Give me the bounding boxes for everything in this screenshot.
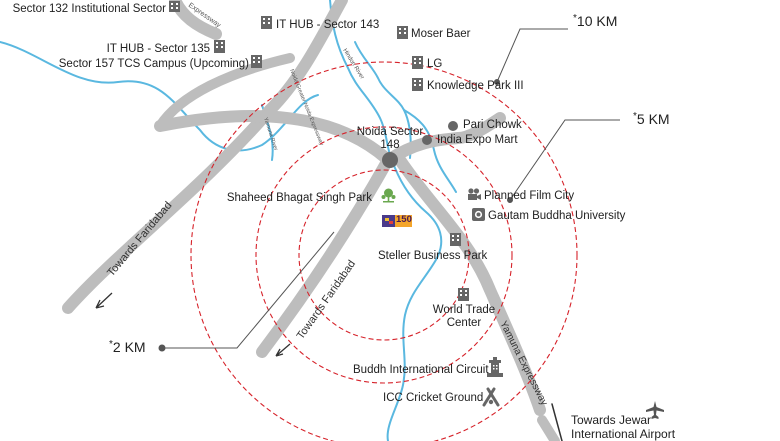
place-label-moserbaer: Moser Baer — [411, 28, 471, 40]
noida-expressway-label: Noida Greater Noida Expressway — [288, 69, 324, 147]
place-label-ithub135: IT HUB - Sector 135 — [106, 43, 210, 55]
ring-leaders — [158, 28, 620, 352]
ring-5km — [255, 126, 513, 384]
road-layer — [62, 0, 563, 441]
ring-5km-text: 5 KM — [636, 111, 670, 127]
arrow-faridabad-1 — [95, 292, 113, 309]
place-label-wtc: World Trade Center — [432, 304, 496, 329]
building-icon — [169, 1, 180, 12]
ring-10km — [190, 61, 578, 441]
building-icon — [214, 40, 225, 53]
place-label-sector157: Sector 157 TCS Campus (Upcoming) — [58, 58, 249, 70]
leader-5km-dot — [507, 197, 513, 203]
road-yamuna-expressway — [382, 112, 546, 416]
road-arc-top — [155, 53, 295, 131]
river-east-loop — [403, 109, 457, 193]
place-label-indiaexpo: India Expo Mart — [437, 134, 518, 146]
faridabad-road-label-1: Towards Faridabad — [105, 200, 174, 279]
ring-10km-asterisk: * — [573, 13, 577, 24]
road-noida-expressway — [264, 0, 348, 116]
place-label-sbsp: Shaheed Bhagat Singh Park — [226, 192, 372, 204]
project-logo-graphic — [382, 215, 412, 227]
building-icon — [251, 55, 262, 68]
place-label-steller: Steller Business Park — [378, 250, 488, 262]
leader-2km-dot — [158, 344, 166, 352]
place-label-sector132: Sector 132 Institutional Sector — [12, 3, 166, 15]
place-label-jewar: Towards Jewar International Airport — [571, 413, 676, 441]
place-label-bic: Buddh International Circuit — [353, 364, 489, 376]
film-camera-icon — [468, 188, 481, 200]
building-icon — [397, 26, 408, 39]
leader-5km — [509, 119, 620, 201]
ring-label-5km: *5 KM — [633, 111, 670, 127]
place-label-lg: LG — [427, 58, 443, 70]
distance-rings — [190, 61, 578, 441]
building-icon — [261, 16, 272, 29]
place-label-gbu: Gautam Buddha University — [488, 210, 626, 222]
river-central — [329, 0, 443, 441]
direction-arrows — [95, 292, 291, 357]
cricket-bat-icon — [482, 387, 500, 407]
place-label-parichowk: Pari Chowk — [463, 119, 522, 131]
river-hindon — [354, 41, 412, 159]
ring-2km-asterisk: * — [109, 339, 113, 350]
india-expo-dot — [422, 135, 432, 145]
road-corner-bottom — [537, 415, 560, 441]
ring-2km-text: 2 KM — [112, 339, 146, 355]
ring-2km — [298, 169, 470, 341]
place-label-icc: ICC Cricket Ground — [383, 392, 484, 404]
race-circuit-icon — [487, 357, 503, 377]
project-logo-icon: 150 — [382, 214, 412, 227]
place-label-filmcity: Planned Film City — [484, 190, 575, 202]
place-label-kp3: Knowledge Park III — [427, 80, 524, 92]
project-logo-text: 150 — [396, 214, 412, 225]
ring-label-10km: *10 KM — [573, 13, 617, 29]
pari-chowk-dot — [448, 121, 458, 131]
leader-2km — [162, 231, 335, 349]
road-faridabad-2 — [256, 154, 394, 358]
place-label-ithub143: IT HUB - Sector 143 — [276, 19, 380, 31]
ring-label-2km: *2 KM — [109, 339, 146, 355]
building-icon — [450, 233, 461, 246]
building-icon — [412, 56, 423, 69]
building-icon — [458, 288, 469, 301]
park-tree-icon — [381, 188, 396, 203]
arrow-faridabad-2 — [275, 343, 291, 357]
place-label-noida148: Noida Sector 148 — [356, 126, 424, 151]
building-icon — [412, 78, 423, 91]
leader-10km — [496, 28, 568, 83]
noida-148-dot — [382, 152, 398, 168]
location-dots — [382, 121, 458, 168]
road-jewar-line — [551, 403, 563, 441]
ring-10km-text: 10 KM — [576, 13, 618, 29]
leader-10km-dot — [494, 79, 500, 85]
road-upper-band — [154, 110, 394, 166]
road-faridabad-1 — [62, 104, 276, 314]
ring-5km-asterisk: * — [633, 111, 637, 122]
airplane-icon — [646, 401, 664, 419]
yamuna-expressway-label: Yamuna Expressway — [497, 319, 549, 407]
university-icon — [472, 208, 485, 221]
